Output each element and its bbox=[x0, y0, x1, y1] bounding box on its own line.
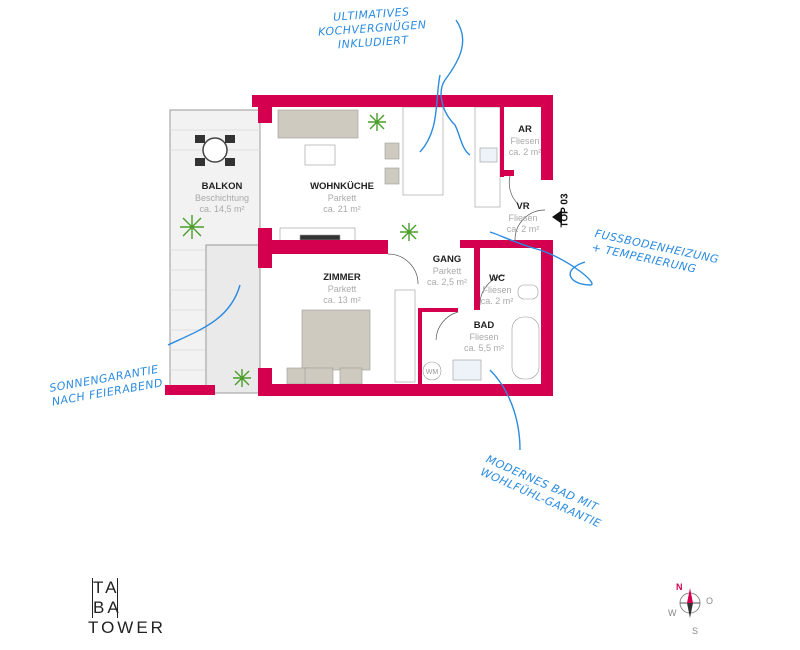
unit-label: TOP 03 bbox=[559, 193, 571, 228]
washer-label: WM bbox=[426, 369, 439, 376]
doors bbox=[387, 175, 546, 341]
entrance-arrow-icon bbox=[552, 210, 562, 224]
plant-icons bbox=[180, 113, 418, 387]
annotation-arrows bbox=[167, 19, 593, 451]
compass-s: S bbox=[692, 626, 699, 636]
logo: TA BA TOWER bbox=[88, 578, 166, 637]
compass-w: W bbox=[668, 608, 677, 618]
table bbox=[202, 137, 228, 163]
walls bbox=[252, 95, 553, 396]
furniture bbox=[277, 106, 540, 385]
compass-icon bbox=[679, 588, 701, 618]
compass-n: N bbox=[676, 582, 683, 592]
balcony bbox=[165, 109, 261, 395]
compass-o: O bbox=[706, 596, 714, 606]
